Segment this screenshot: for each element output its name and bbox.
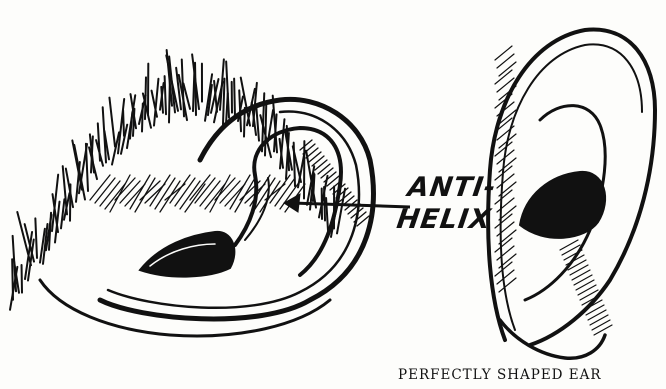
perfect-ear-drawing-icon — [488, 30, 655, 359]
antihelix-label-line1: ANTI- — [406, 172, 499, 203]
figure-caption: PERFECTLY SHAPED EAR — [398, 367, 602, 383]
arrow-left-icon — [284, 194, 410, 212]
ear-drawing-with-hair-icon — [10, 50, 373, 336]
antihelix-label-line2: HELIX — [395, 204, 493, 235]
